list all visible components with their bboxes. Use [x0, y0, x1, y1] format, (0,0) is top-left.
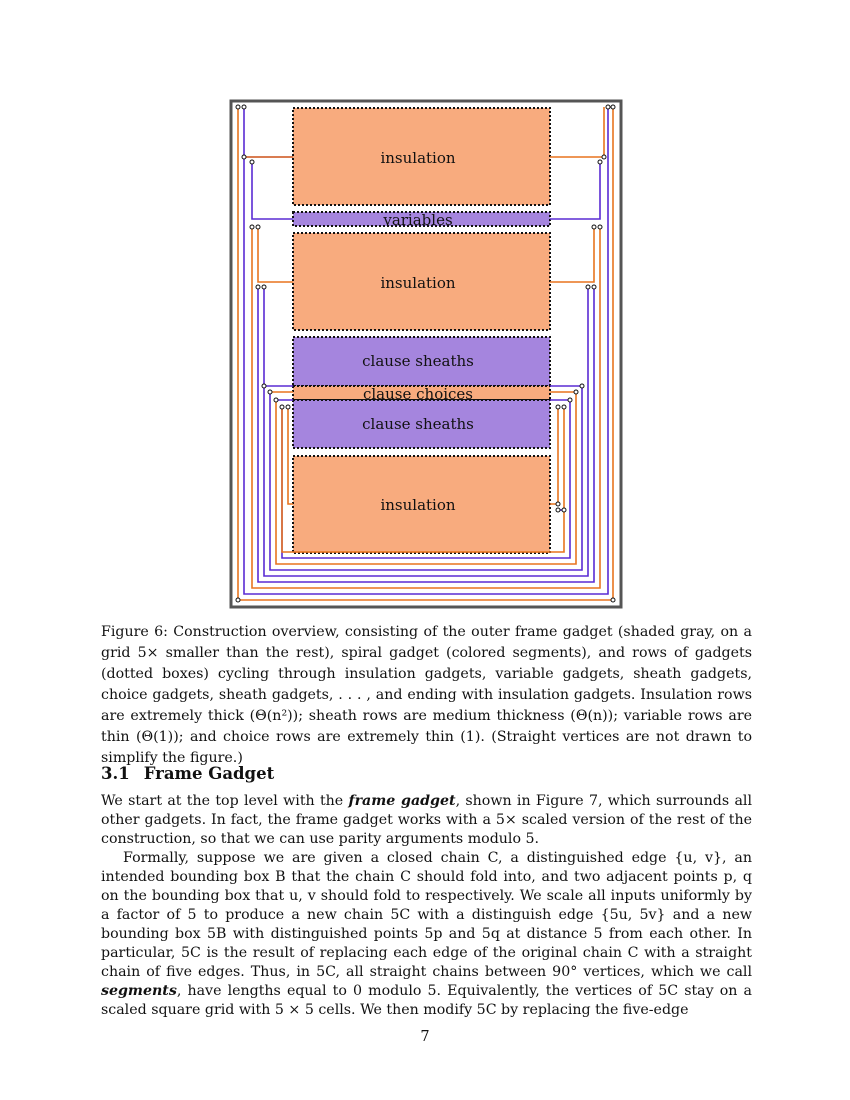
page-number: 7: [420, 1029, 430, 1045]
chain-vertex: [567, 397, 573, 403]
figure-caption: Figure 6: Construction overview, consist…: [101, 622, 752, 769]
chain-vertex: [267, 389, 273, 395]
paragraph-frame-gadget-intro: We start at the top level with the frame…: [101, 792, 752, 849]
chain-vertex: [561, 404, 567, 410]
chain-vertex: [235, 104, 241, 110]
spiral-segment-purple: [243, 107, 609, 595]
chain-vertex: [591, 284, 597, 290]
chain-vertex: [555, 501, 561, 507]
chain-vertex: [241, 154, 247, 160]
spiral-segment-orange: [237, 107, 614, 601]
clause-sheaths-row-top: [292, 336, 551, 387]
chain-vertex: [273, 397, 279, 403]
insulation-label-middle: insulation: [380, 274, 455, 292]
clause-sheaths-label-top: clause sheaths: [362, 352, 474, 370]
chain-vertex: [249, 224, 255, 230]
spiral-segment-purple: [263, 287, 589, 577]
chain-vertex: [279, 404, 285, 410]
chain-vertex: [255, 224, 261, 230]
spiral-segment-orange: [257, 227, 293, 283]
defined-term: frame gadget: [348, 793, 456, 809]
insulation-row-middle: [292, 232, 551, 331]
section-title: Frame Gadget: [143, 764, 275, 783]
insulation-label-top: insulation: [380, 149, 455, 167]
spiral-segment-orange: [275, 391, 577, 565]
chain-vertex: [555, 404, 561, 410]
frame-gadget-border: [229, 99, 623, 609]
clause-choices-label: clause choices: [363, 385, 473, 403]
paragraph-text: We start at the top level with the: [101, 793, 349, 809]
spiral-segment-orange: [550, 227, 595, 283]
paragraph-frame-gadget-formal: Formally, suppose we are given a closed …: [101, 849, 752, 1020]
chain-vertex: [261, 383, 267, 389]
chain-vertex: [610, 104, 616, 110]
chain-vertex: [241, 104, 247, 110]
spiral-segment-orange: [251, 227, 601, 589]
spiral-segment-orange: [287, 407, 293, 505]
spiral-segment-orange: [550, 407, 559, 505]
chain-vertex: [601, 154, 607, 160]
spiral-segment-purple: [550, 162, 601, 220]
variables-label: variables: [382, 211, 452, 229]
spiral-segment-purple: [251, 162, 293, 220]
chain-vertex: [579, 383, 585, 389]
figure-6-construction-overview: insulation variables insulation clause s…: [229, 99, 623, 609]
chain-vertex: [235, 597, 241, 603]
chain-vertex: [605, 104, 611, 110]
section-number: 3.1: [101, 764, 130, 783]
spiral-segment-purple: [257, 287, 595, 583]
figure-caption-label: Figure 6:: [101, 624, 168, 640]
defined-term: segments: [101, 983, 177, 999]
spiral-segment-purple: [269, 385, 583, 571]
chain-vertex: [255, 284, 261, 290]
chain-vertex: [249, 159, 255, 165]
spiral-segment-orange: [550, 107, 605, 158]
chain-vertex: [285, 404, 291, 410]
spiral-segment-orange: [281, 407, 565, 553]
clause-sheaths-label-bottom: clause sheaths: [362, 415, 474, 433]
chain-vertex: [610, 597, 616, 603]
clause-choices-row: [292, 385, 551, 401]
paragraph-text: Formally, suppose we are given a closed …: [101, 850, 752, 980]
chain-vertex: [555, 507, 561, 513]
paragraph-text: , have lengths equal to 0 modulo 5. Equi…: [101, 983, 752, 1018]
chain-vertex: [597, 224, 603, 230]
chain-vertex: [573, 389, 579, 395]
chain-vertex: [597, 159, 603, 165]
chain-vertex: [561, 507, 567, 513]
spiral-segment-purple: [243, 107, 293, 158]
clause-sheaths-row-bottom: [292, 399, 551, 449]
figure-caption-text: Construction overview, consisting of the…: [101, 624, 752, 766]
section-heading: 3.1 Frame Gadget: [101, 764, 274, 783]
paragraph-text: , shown in Figure 7, which surrounds all…: [101, 793, 752, 847]
chain-vertex: [585, 284, 591, 290]
insulation-label-bottom: insulation: [380, 496, 455, 514]
chain-vertex: [261, 284, 267, 290]
chain-vertex: [591, 224, 597, 230]
